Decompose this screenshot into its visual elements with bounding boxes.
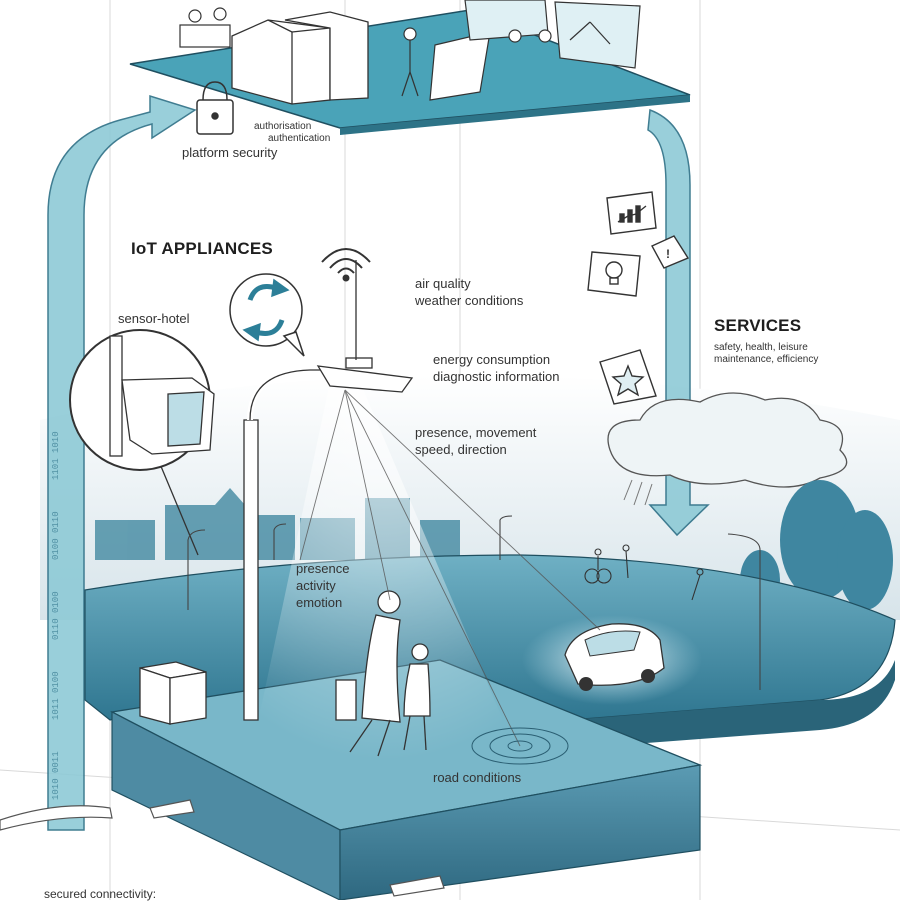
diagnostic-line: diagnostic information — [433, 369, 560, 384]
svg-text:!: ! — [666, 247, 670, 261]
speed-direction-line: speed, direction — [415, 442, 507, 457]
air-quality-label: air quality weather conditions — [415, 275, 523, 309]
binary-text: 1010 0011 — [51, 751, 61, 800]
binary-stream: 1010 0011 1011 0100 0110 0100 0100 0110 … — [51, 431, 61, 800]
presence-line: presence — [296, 561, 350, 576]
distant-streetlights — [187, 515, 761, 690]
data-arrow-up — [47, 94, 197, 831]
binary-text: 1101 1010 — [51, 431, 61, 480]
air-quality-line: air quality — [415, 276, 471, 291]
refresh-icon — [229, 273, 305, 357]
chart-icon — [606, 191, 657, 235]
presence-activity-label: presence activity emotion — [296, 560, 349, 611]
activity-line: activity — [296, 578, 336, 593]
binary-text: 0100 0110 — [51, 511, 61, 560]
light-cone — [250, 382, 520, 760]
car — [522, 615, 702, 705]
services-line-1: safety, health, leisure — [714, 342, 808, 353]
road-conditions-label: road conditions — [433, 770, 522, 785]
sensor-hotel-label: sensor-hotel — [118, 311, 190, 326]
energy-line: energy consumption — [433, 352, 551, 367]
presence-movement-line: presence, movement — [415, 425, 537, 440]
auth-label: authorisation authentication — [254, 121, 330, 145]
auth-line-1: authorisation — [254, 121, 312, 132]
wifi-signal-icon — [321, 248, 371, 282]
presenter — [401, 27, 491, 101]
services-heading: SERVICES — [714, 316, 802, 335]
presence-speed-label: presence, movement speed, direction — [415, 424, 536, 458]
people-at-desk — [179, 7, 231, 48]
services-line-2: maintenance, efficiency — [714, 354, 819, 365]
ground-edge — [570, 660, 895, 748]
lock-icon — [196, 81, 234, 135]
auth-line-2: authentication — [268, 133, 331, 144]
cables — [0, 799, 445, 897]
utility-box — [139, 661, 207, 725]
streetlight — [243, 260, 414, 721]
weather-line: weather conditions — [415, 293, 524, 308]
services-description: safety, health, leisure maintenance, eff… — [714, 342, 818, 366]
platform-plane — [129, 0, 691, 135]
iot-appliances-heading: IoT APPLIANCES — [131, 239, 273, 258]
lightbulb-icon — [587, 251, 641, 297]
emotion-line: emotion — [296, 595, 343, 610]
binary-text: 1011 0100 — [51, 671, 61, 720]
server-rack — [231, 11, 369, 105]
road-sensor-ripple — [471, 727, 569, 765]
energy-label: energy consumption diagnostic informatio… — [433, 351, 559, 385]
pedestrians — [335, 590, 431, 757]
secured-connectivity-label: secured connectivity: — [44, 887, 157, 901]
sensor-rays — [299, 389, 601, 747]
platform-security-label: platform security — [182, 145, 278, 160]
services-arrow-down — [647, 108, 710, 537]
distant-people — [584, 544, 704, 601]
binary-text: 0110 0100 — [51, 591, 61, 640]
data-boards — [464, 0, 641, 69]
cloud-icon — [607, 392, 848, 506]
star-icon — [599, 349, 657, 405]
alert-icon: ! — [651, 235, 690, 269]
sensor-hotel-magnifier — [69, 329, 215, 556]
